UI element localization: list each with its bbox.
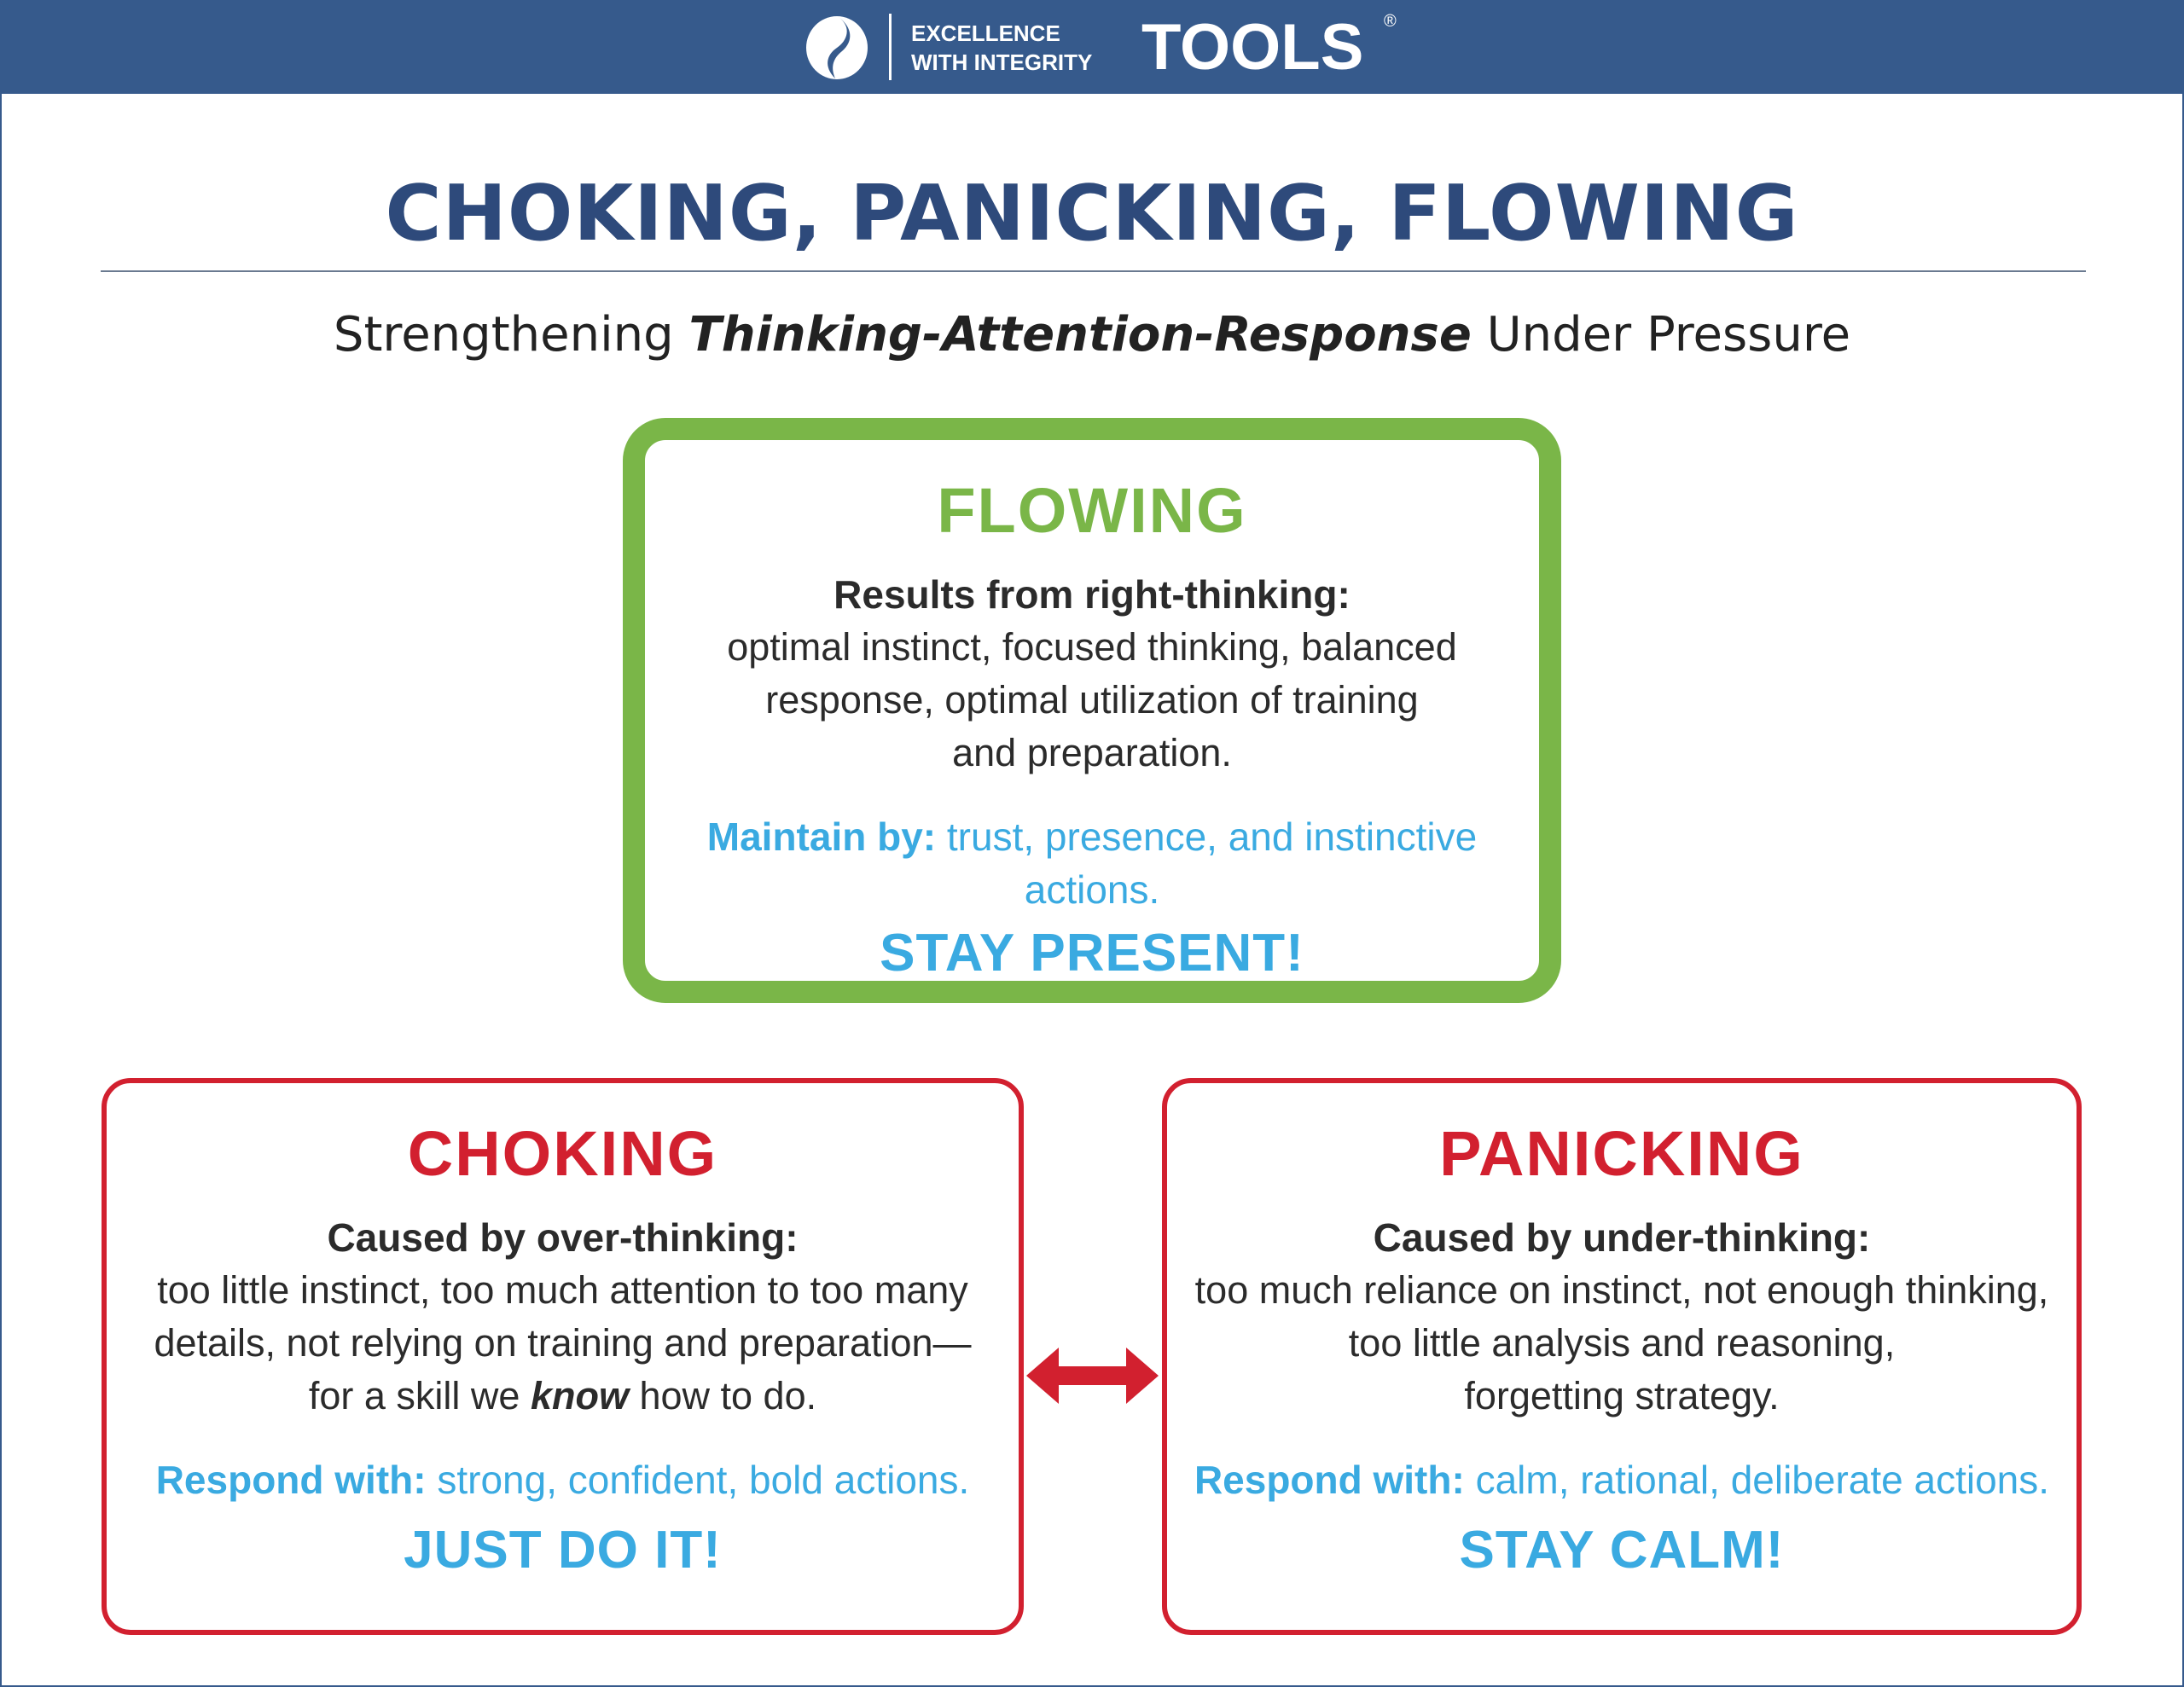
logo-icon <box>806 16 868 79</box>
panicking-line: forgetting strategy. <box>1464 1374 1780 1417</box>
tagline-line-2: WITH INTEGRITY <box>911 49 1093 75</box>
flowing-line: optimal instinct, focused thinking, bala… <box>727 625 1457 669</box>
panicking-line: too little analysis and reasoning, <box>1348 1321 1896 1365</box>
registered-mark: ® <box>1384 12 1397 31</box>
panicking-lead: Caused by under-thinking: <box>1373 1215 1871 1260</box>
panicking-cta: STAY CALM! <box>1459 1521 1785 1580</box>
brand-name: TOOLS <box>1141 11 1364 84</box>
line-text: how to do. <box>628 1374 817 1417</box>
choking-action: Respond with: strong, confident, bold ac… <box>107 1453 1019 1506</box>
choking-heading: CHOKING <box>407 1118 718 1189</box>
flowing-heading: FLOWING <box>937 475 1247 546</box>
action-label: Maintain by: <box>706 815 937 859</box>
line-text: for a skill we <box>308 1374 531 1417</box>
title-divider <box>101 270 2086 272</box>
logo-tagline: EXCELLENCE WITH INTEGRITY <box>911 19 1092 77</box>
choking-lead: Caused by over-thinking: <box>327 1215 799 1260</box>
choking-cta: JUST DO IT! <box>404 1521 722 1580</box>
header-bar: EXCELLENCE WITH INTEGRITY TOOLS ® <box>0 0 2184 94</box>
choking-line: details, not relying on training and pre… <box>154 1321 972 1365</box>
subtitle-emphasis: Thinking-Attention-Response <box>688 307 1472 362</box>
logo-divider <box>889 14 892 80</box>
page-subtitle: Strengthening Thinking-Attention-Respons… <box>0 305 2184 365</box>
action-label: Respond with: <box>155 1458 427 1502</box>
flowing-action: Maintain by: trust, presence, and instin… <box>645 810 1539 916</box>
flowing-box: FLOWING Results from right-thinking: opt… <box>623 418 1561 1003</box>
emphasis-know: know <box>530 1374 629 1417</box>
action-label: Respond with: <box>1194 1458 1465 1502</box>
tagline-line-1: EXCELLENCE <box>911 20 1060 46</box>
panicking-box: PANICKING Caused by under-thinking: too … <box>1162 1078 2082 1635</box>
panicking-action: Respond with: calm, rational, deliberate… <box>1167 1453 2077 1506</box>
choking-box: CHOKING Caused by over-thinking: too lit… <box>102 1078 1024 1635</box>
panicking-line: too much reliance on instinct, not enoug… <box>1194 1268 2049 1312</box>
panicking-heading: PANICKING <box>1439 1118 1804 1189</box>
action-text: trust, presence, and instinctive <box>936 815 1478 859</box>
subtitle-pre: Strengthening <box>333 307 689 362</box>
action-text: calm, rational, deliberate actions. <box>1464 1458 2050 1502</box>
double-arrow-icon <box>1026 1348 1159 1404</box>
choking-line: for a skill we know how to do. <box>107 1370 1019 1423</box>
action-text: actions. <box>1024 867 1160 912</box>
flowing-line: and preparation. <box>952 731 1232 774</box>
flowing-cta: STAY PRESENT! <box>880 924 1304 983</box>
choking-line: too little instinct, too much attention … <box>157 1268 968 1312</box>
flowing-line: response, optimal utilization of trainin… <box>765 678 1419 722</box>
page-title: CHOKING, PANICKING, FLOWING <box>385 169 1799 258</box>
action-text: strong, confident, bold actions. <box>426 1458 970 1502</box>
subtitle-post: Under Pressure <box>1471 307 1851 362</box>
flowing-lead: Results from right-thinking: <box>834 572 1350 617</box>
